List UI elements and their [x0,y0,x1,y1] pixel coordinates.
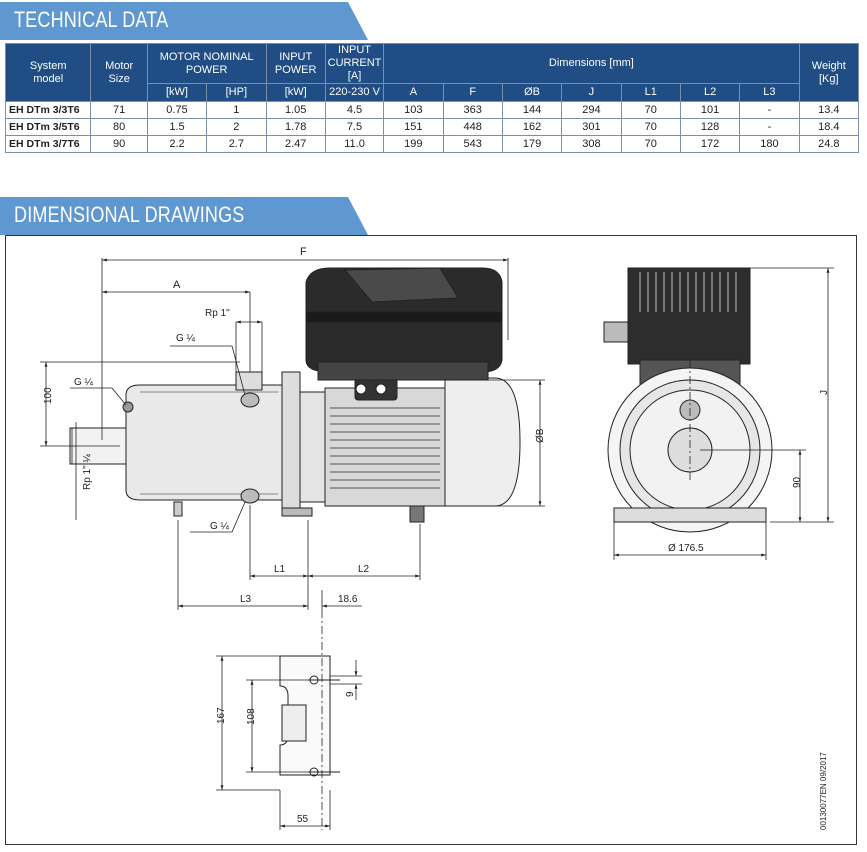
label-rp114: Rp 1" ¼ [81,454,93,490]
cell: - [739,101,800,119]
foot-detail [279,655,340,777]
section-title-technical: TECHNICAL DATA [14,7,169,32]
header-system-model: System model [4,43,92,102]
cell: 1.78 [265,118,326,136]
cell: 294 [561,101,622,119]
cell: 71 [90,101,148,119]
header-text: CURRENT [327,57,382,69]
unit-cell: L3 [739,83,800,102]
cell: 448 [442,118,503,136]
label-55: 55 [297,814,309,825]
header-text: Weight [811,59,846,72]
label-F: F [300,246,307,258]
label-B: ØB [535,428,546,443]
header-text: [A] [347,70,362,82]
header-input-power: INPUT POWER [265,43,326,84]
label-A: A [173,279,181,291]
label-J: J [819,390,830,395]
label-9: 9 [345,691,356,697]
label-rp1: Rp 1" [205,308,230,319]
cell: 2.2 [146,135,208,153]
label-167: 167 [216,707,227,724]
cell: 363 [442,101,503,119]
label-L3: L3 [240,594,252,605]
cell: 162 [501,118,563,136]
cell: 101 [679,101,741,119]
header-text: MOTOR NOMINAL [159,50,254,63]
cell: 543 [442,135,503,153]
cell: 7.5 [324,118,385,136]
header-motor-power: MOTOR NOMINAL POWER [146,43,267,84]
cell: 70 [620,118,681,136]
cell: 1.5 [146,118,208,136]
cell: 24.8 [798,135,860,153]
cell-model: EH DTm 3/7T6 [4,135,92,153]
section-banner-drawings: DIMENSIONAL DRAWINGS [0,197,368,235]
header-text: POWER [185,63,228,76]
cell: 90 [90,135,148,153]
label-g14-top: G ¼ [176,332,196,344]
front-dimension-lines [613,267,834,560]
header-input-current: INPUT CURRENT [A] [324,43,385,84]
cell: 2.47 [265,135,326,153]
cell: 2 [206,118,267,136]
header-text: [Kg] [819,72,839,85]
side-dimension-lines [40,258,545,610]
header-dimensions: Dimensions [mm] [383,43,800,84]
header-text: INPUT [338,44,372,56]
unit-cell: [HP] [206,83,267,102]
technical-data-table: System model Motor Size MOTOR NOMINAL PO… [4,43,860,153]
header-text: Motor [105,59,134,72]
cell: 70 [620,135,681,153]
table-row: EH DTm 3/3T6 71 0.75 1 1.05 4.5 103 363 … [4,101,860,119]
header-weight: Weight [Kg] [798,43,860,102]
cell: 70 [620,101,681,119]
cell: 1 [206,101,267,119]
cell: 199 [383,135,444,153]
header-text: POWER [274,63,317,76]
document-code: 00130077EN 09/2017 [819,752,828,830]
label-108: 108 [246,708,257,725]
cell: 179 [501,135,563,153]
section-title-drawings: DIMENSIONAL DRAWINGS [14,202,245,227]
pump-side-view [69,267,521,523]
label-g14-left: G ¼ [74,376,94,388]
cell-model: EH DTm 3/5T6 [4,118,92,136]
cell: 80 [90,118,148,136]
cell: 11.0 [324,135,385,153]
table-header-row: System model Motor Size MOTOR NOMINAL PO… [4,43,860,102]
pump-front-view [603,267,773,533]
label-176-5: Ø 176.5 [668,543,704,554]
cell: 1.05 [265,101,326,119]
header-text: model [33,72,64,85]
header-text: INPUT [279,50,313,63]
cell: 2.7 [206,135,267,153]
label-100: 100 [43,387,54,404]
label-L2: L2 [358,564,370,575]
cell: 172 [679,135,741,153]
label-L1: L1 [274,564,286,575]
cell: 103 [383,101,444,119]
label-90: 90 [792,476,803,488]
cell: 180 [739,135,800,153]
header-text: System [29,59,67,72]
table-row: EH DTm 3/7T6 90 2.2 2.7 2.47 11.0 199 54… [4,135,860,153]
cell: 308 [561,135,622,153]
section-banner-technical: TECHNICAL DATA [0,2,368,40]
cell-model: EH DTm 3/3T6 [4,101,92,119]
cell: 13.4 [798,101,860,119]
drawing-frame [5,235,857,845]
foot-dimension-lines [216,610,362,830]
label-g14-bottom: G ¼ [210,520,230,532]
cell: 151 [383,118,444,136]
header-text: Size [108,72,130,85]
label-18-6: 18.6 [338,594,358,605]
cell: 4.5 [324,101,385,119]
cell: - [739,118,800,136]
